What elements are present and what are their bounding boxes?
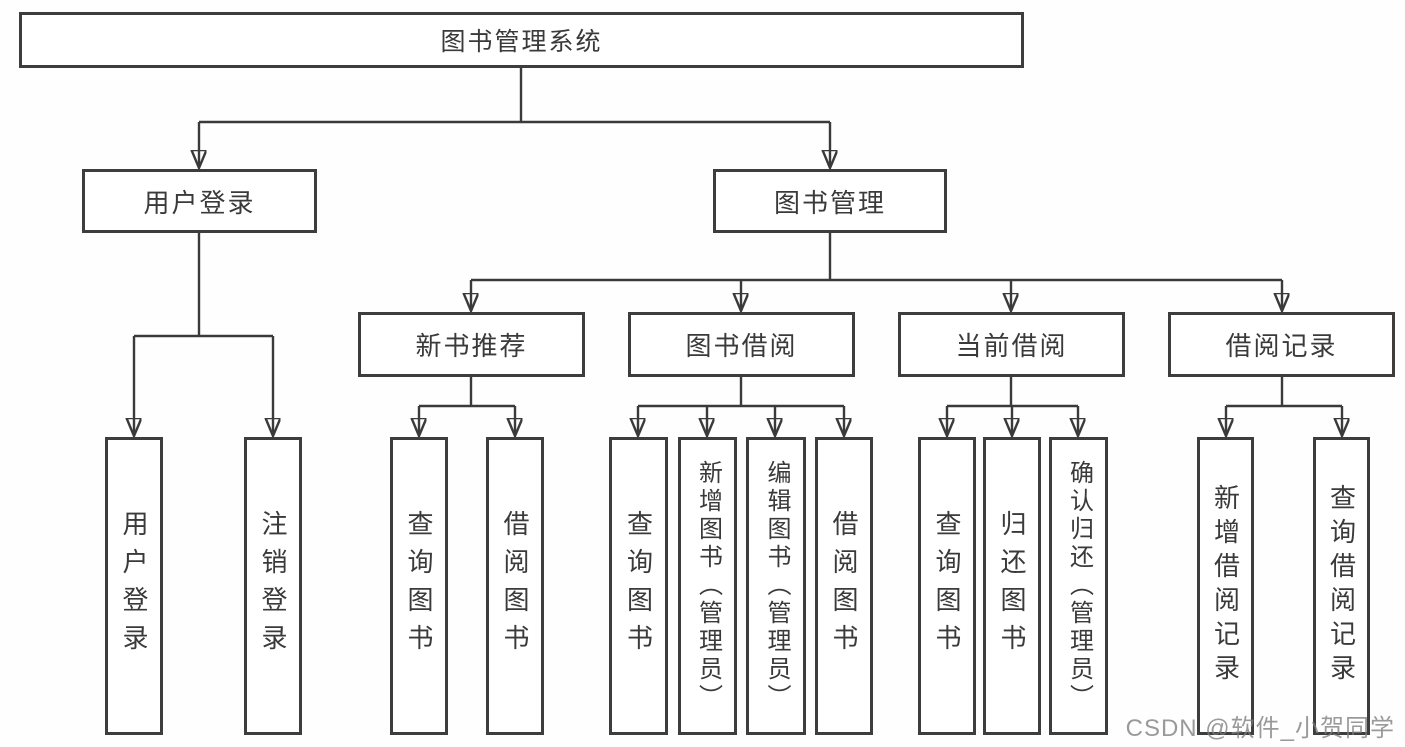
node-book-borrow: 图书借阅	[628, 312, 855, 377]
leaf-return-books-label: 归还图书	[997, 510, 1027, 662]
leaf-borrow-books-label: 借阅图书	[829, 510, 859, 662]
leaf-return-books: 归还图书	[983, 437, 1041, 735]
leaf-add-books-admin: 新增图书（管理员）	[678, 437, 737, 735]
node-book-borrow-label: 图书借阅	[685, 331, 798, 361]
leaf-confirm-return-admin-label: 确认归还（管理员）	[1065, 460, 1093, 712]
leaf-query-books-borrow: 查询图书	[609, 437, 668, 735]
leaf-add-borrow-record: 新增借阅记录	[1197, 437, 1254, 735]
node-user-login: 用户登录	[82, 169, 317, 233]
watermark: CSDN @软件_小贺同学	[1125, 715, 1395, 742]
leaf-borrow-books-recommend-label: 借阅图书	[500, 510, 530, 662]
leaf-edit-books-admin: 编辑图书（管理员）	[746, 437, 806, 735]
leaf-query-books-recommend: 查询图书	[390, 437, 448, 735]
leaf-add-borrow-record-label: 新增借阅记录	[1210, 484, 1241, 688]
leaf-user-login-label: 用户登录	[119, 510, 149, 662]
leaf-confirm-return-admin: 确认归还（管理员）	[1049, 437, 1108, 735]
leaf-query-books-current: 查询图书	[918, 437, 976, 735]
leaf-borrow-books-recommend: 借阅图书	[486, 437, 544, 735]
node-borrow-records-label: 借阅记录	[1225, 331, 1338, 361]
leaf-query-borrow-record-label: 查询借阅记录	[1326, 484, 1357, 688]
leaf-query-books-borrow-label: 查询图书	[623, 510, 654, 662]
node-new-book-recommend-label: 新书推荐	[415, 331, 528, 361]
leaf-query-books-current-label: 查询图书	[932, 510, 962, 662]
node-user-login-label: 用户登录	[143, 187, 256, 218]
leaf-query-borrow-record: 查询借阅记录	[1313, 437, 1370, 735]
leaf-edit-books-admin-label: 编辑图书（管理员）	[763, 460, 790, 712]
leaf-borrow-books: 借阅图书	[815, 437, 873, 735]
node-root: 图书管理系统	[19, 12, 1024, 68]
leaf-logout: 注销登录	[244, 437, 302, 735]
node-current-borrow-label: 当前借阅	[955, 331, 1068, 361]
node-current-borrow: 当前借阅	[898, 312, 1125, 377]
node-root-label: 图书管理系统	[440, 28, 603, 56]
node-book-management: 图书管理	[713, 169, 947, 233]
node-new-book-recommend: 新书推荐	[358, 312, 585, 377]
node-book-management-label: 图书管理	[773, 187, 886, 218]
leaf-logout-label: 注销登录	[258, 510, 288, 662]
leaf-query-books-recommend-label: 查询图书	[404, 510, 434, 662]
leaf-add-books-admin-label: 新增图书（管理员）	[694, 460, 722, 712]
node-borrow-records: 借阅记录	[1168, 312, 1395, 377]
leaf-user-login: 用户登录	[105, 437, 163, 735]
